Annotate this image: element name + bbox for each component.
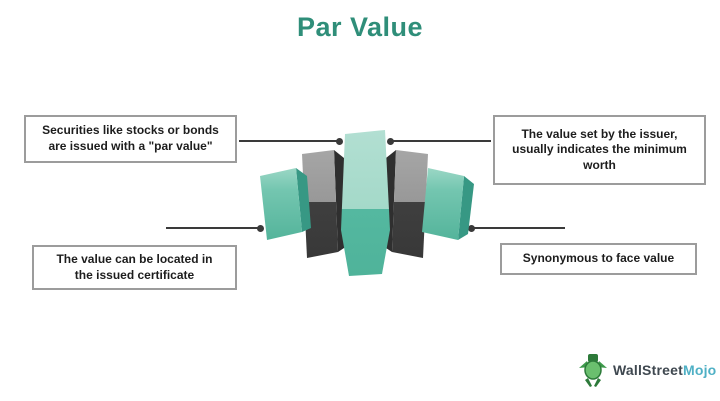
3d-bar-chart-graphic (260, 130, 474, 276)
connector-endpoint-dot (336, 137, 343, 145)
brand-accent-text: Mojo (682, 362, 717, 378)
callout-top-left: Securities like stocks or bonds are issu… (24, 115, 237, 163)
callout-bottom-right: Synonymous to face value (500, 243, 697, 275)
connector-top-left (239, 137, 343, 145)
connector-endpoint-dot (468, 224, 475, 232)
wallstreetmojo-mascot-icon (579, 354, 607, 387)
brand-wordmark: WallStreetMojo (613, 362, 716, 378)
connector-bottom-right (468, 224, 565, 232)
connector-top-right (387, 137, 491, 145)
wallstreetmojo-logo: WallStreetMojo (578, 352, 716, 388)
connector-bottom-left (166, 224, 264, 232)
brand-primary-text: WallStreet (613, 362, 683, 378)
callout-top-right: The value set by the issuer, usually ind… (493, 115, 706, 185)
page-title: Par Value (296, 12, 424, 42)
connector-endpoint-dot (257, 224, 264, 232)
connector-endpoint-dot (387, 137, 394, 145)
callout-bottom-left: The value can be located in the issued c… (32, 245, 237, 290)
